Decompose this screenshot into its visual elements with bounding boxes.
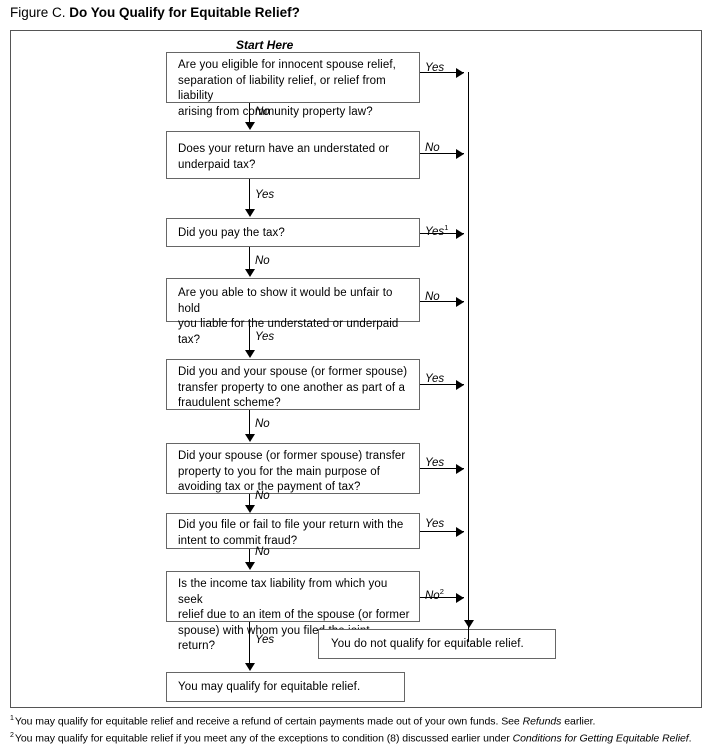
decision-line: intent to commit fraud? — [178, 534, 410, 550]
decision-box-understated-tax: Does your return have an understated or … — [166, 131, 420, 179]
decision-line: arising from community property law? — [178, 105, 410, 121]
down-label-q5: No — [255, 418, 270, 431]
branch-label-q6: Yes — [425, 457, 444, 470]
branch-label-q2: No — [425, 142, 440, 155]
down-line-q5 — [249, 410, 250, 435]
decision-line: property to you for the main purpose of — [178, 465, 410, 481]
down-line-q3 — [249, 247, 250, 271]
decision-line: Is the income tax liability from which y… — [178, 577, 410, 608]
decision-line: Did your spouse (or former spouse) trans… — [178, 449, 410, 465]
decision-box-pay-tax: Did you pay the tax? — [166, 218, 420, 247]
decision-line: avoiding tax or the payment of tax? — [178, 480, 410, 496]
down-line-q4 — [249, 322, 250, 352]
decision-line: Did you file or fail to file your return… — [178, 518, 410, 534]
branch-arrowhead-q3 — [456, 229, 464, 239]
down-arrowhead-q4 — [245, 350, 255, 358]
down-line-q2 — [249, 179, 250, 211]
branch-arrowhead-q6 — [456, 464, 464, 474]
figure-title-text: Do You Qualify for Equitable Relief? — [69, 5, 300, 20]
down-arrowhead-q2 — [245, 209, 255, 217]
down-arrowhead-q7 — [245, 562, 255, 570]
figure-title: Figure C. Do You Qualify for Equitable R… — [10, 4, 300, 22]
branch-label-q3: Yes1 — [425, 221, 448, 239]
down-label-q6: No — [255, 490, 270, 503]
down-label-q8: Yes — [255, 634, 274, 647]
decision-line: Did you and your spouse (or former spous… — [178, 365, 410, 381]
decision-box-fraudulent-scheme: Did you and your spouse (or former spous… — [166, 359, 420, 410]
footnotes: 1You may qualify for equitable relief an… — [10, 712, 710, 745]
branch-label-q8: No2 — [425, 585, 444, 603]
decision-line: Are you able to show it would be unfair … — [178, 286, 410, 317]
down-arrowhead-q5 — [245, 434, 255, 442]
decision-line: underpaid tax? — [178, 158, 410, 174]
footnote-marker-1: 1 — [10, 715, 14, 722]
decision-line: transfer property to one another as part… — [178, 381, 410, 397]
branch-arrowhead-q1 — [456, 68, 464, 78]
decision-line: you liable for the understated or underp… — [178, 317, 410, 348]
decision-line: Did you pay the tax? — [178, 226, 410, 242]
branch-label-q4: No — [425, 291, 440, 304]
footnote-1-part-c: earlier. — [561, 716, 595, 728]
start-here-label: Start Here — [236, 38, 293, 52]
down-line-q7 — [249, 549, 250, 563]
decision-box-eligible-relief: Are you eligible for innocent spouse rel… — [166, 52, 420, 103]
decision-box-intent-to-commit-fraud: Did you file or fail to file your return… — [166, 513, 420, 549]
decision-line: relief due to an item of the spouse (or … — [178, 608, 410, 624]
branch-label-q1: Yes — [425, 62, 444, 75]
down-line-q1 — [249, 103, 250, 124]
decision-line: Does your return have an understated or — [178, 142, 410, 158]
footnote-1: 1You may qualify for equitable relief an… — [10, 712, 710, 729]
collector-arrowhead — [464, 620, 474, 628]
down-label-q7: No — [255, 546, 270, 559]
branch-arrowhead-q8 — [456, 593, 464, 603]
branch-label-q5: Yes — [425, 373, 444, 386]
footnote-2-part-c: . — [689, 732, 692, 744]
decision-box-item-of-spouse: Is the income tax liability from which y… — [166, 571, 420, 622]
branch-label-q7: Yes — [425, 518, 444, 531]
decision-box-avoiding-tax-transfer: Did your spouse (or former spouse) trans… — [166, 443, 420, 494]
decision-line: Are you eligible for innocent spouse rel… — [178, 58, 410, 74]
down-arrowhead-q1 — [245, 122, 255, 130]
down-arrowhead-q6 — [245, 505, 255, 513]
footnote-2-part-a: You may qualify for equitable relief if … — [15, 732, 513, 744]
collector-line — [468, 72, 469, 642]
footnote-2-part-b: Conditions for Getting Equitable Relief — [513, 732, 689, 744]
outcome-text: You may qualify for equitable relief. — [178, 680, 395, 696]
down-label-q2: Yes — [255, 189, 274, 202]
down-arrowhead-q8 — [245, 663, 255, 671]
down-arrowhead-q3 — [245, 269, 255, 277]
branch-arrowhead-q2 — [456, 149, 464, 159]
footnote-1-part-a: You may qualify for equitable relief and… — [15, 716, 523, 728]
down-label-q4: Yes — [255, 331, 274, 344]
branch-arrowhead-q4 — [456, 297, 464, 307]
branch-arrowhead-q7 — [456, 527, 464, 537]
outcome-text: You do not qualify for equitable relief. — [331, 637, 546, 653]
figure-label: Figure C. — [10, 5, 66, 20]
footnote-ref-2: 2 — [440, 587, 444, 596]
down-label-q1: No — [255, 106, 270, 119]
branch-arrowhead-q5 — [456, 380, 464, 390]
down-label-q3: No — [255, 255, 270, 268]
footnote-marker-2: 2 — [10, 732, 14, 739]
decision-line: fraudulent scheme? — [178, 396, 410, 412]
down-line-q8 — [249, 622, 250, 665]
outcome-box-may-qualify: You may qualify for equitable relief. — [166, 672, 405, 702]
footnote-1-part-b: Refunds — [523, 716, 562, 728]
decision-box-unfair-to-hold-liable: Are you able to show it would be unfair … — [166, 278, 420, 322]
decision-line: separation of liability relief, or relie… — [178, 74, 410, 105]
outcome-box-not-qualify: You do not qualify for equitable relief. — [318, 629, 556, 659]
footnote-ref-1: 1 — [444, 223, 448, 232]
